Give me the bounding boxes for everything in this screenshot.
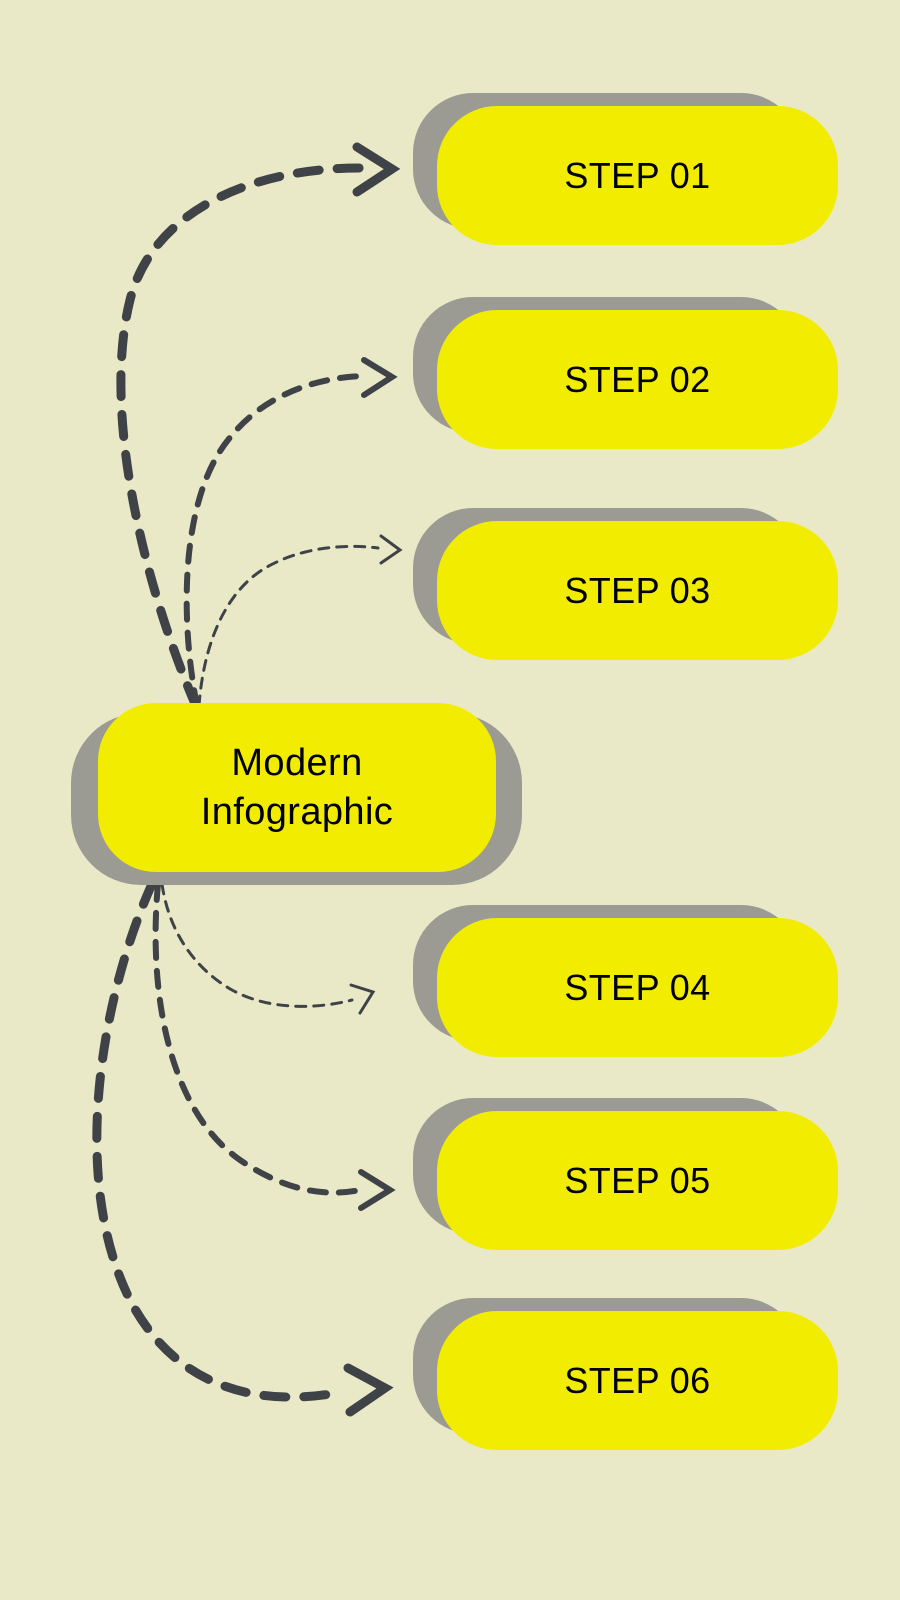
step-node-3-label: STEP 03	[564, 569, 711, 611]
step-node-2-face[interactable]: STEP 02	[437, 310, 838, 449]
center-node-label-line1: Modern	[231, 741, 363, 784]
step-node-3-face[interactable]: STEP 03	[437, 521, 838, 660]
connector-to-step-05	[152, 881, 396, 1211]
connector-to-step-02	[183, 357, 398, 709]
step-node-6-face[interactable]: STEP 06	[437, 1311, 838, 1450]
connector-to-step-03	[197, 534, 403, 708]
center-node-label-line2: Infographic	[200, 790, 394, 833]
step-node-2-label: STEP 02	[564, 358, 711, 400]
center-node-face[interactable]: Modern Infographic	[98, 703, 496, 872]
step-node-4-face[interactable]: STEP 04	[437, 918, 838, 1057]
step-node-1-label: STEP 01	[564, 154, 711, 196]
center-node-label: Modern Infographic	[201, 739, 393, 836]
connector-to-step-04	[160, 882, 376, 1015]
step-node-6-label: STEP 06	[564, 1359, 711, 1401]
step-node-5-face[interactable]: STEP 05	[437, 1111, 838, 1250]
connector-to-step-01	[116, 142, 401, 711]
step-node-4-label: STEP 04	[564, 966, 711, 1008]
step-node-1-face[interactable]: STEP 01	[437, 106, 838, 245]
step-node-5-label: STEP 05	[564, 1159, 711, 1201]
connector-to-step-06	[92, 879, 394, 1417]
